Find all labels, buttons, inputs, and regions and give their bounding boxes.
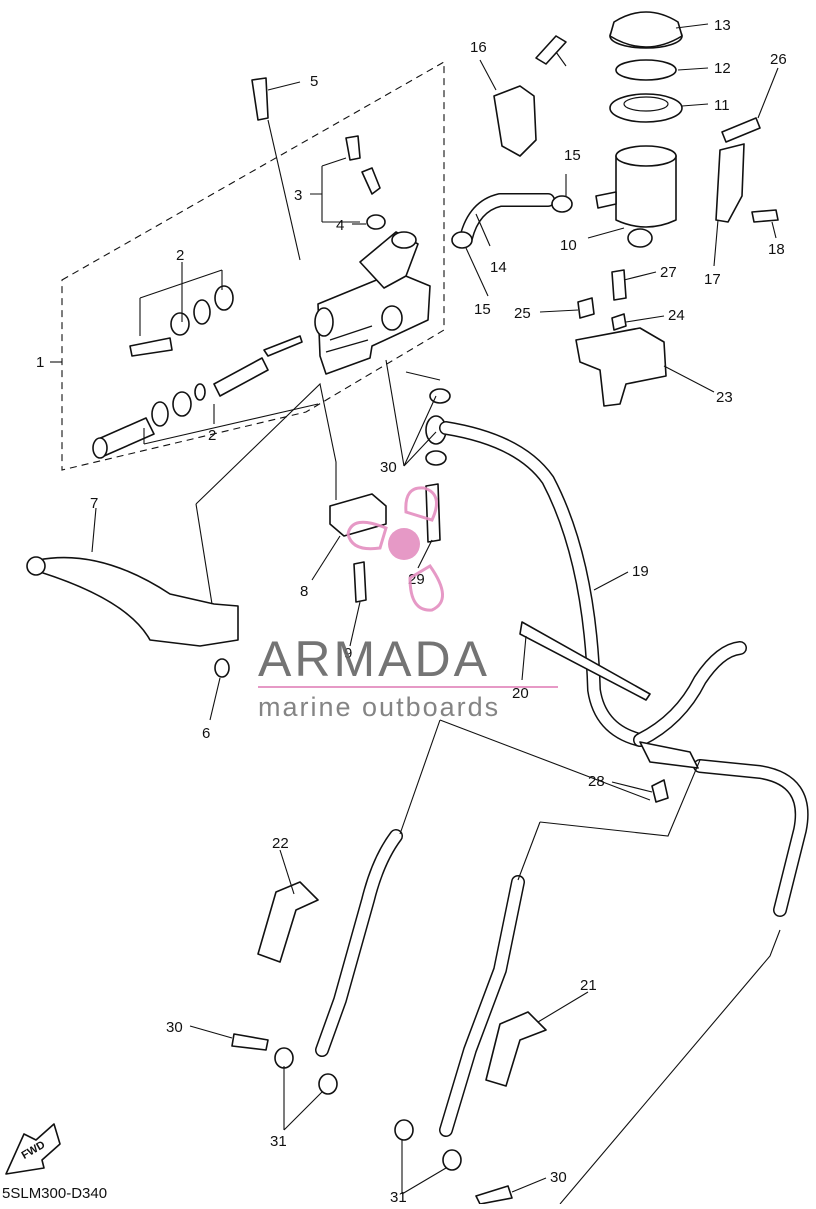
armada-logo: ARMADA marine outboards	[258, 486, 558, 722]
master-cylinder-body	[314, 231, 431, 375]
callout: 21	[580, 977, 597, 994]
callout: 25	[514, 305, 531, 322]
plate-12	[615, 59, 677, 81]
callout: 7	[90, 495, 98, 512]
piston-kit-upper	[129, 285, 234, 357]
washer-31-a	[429, 388, 451, 404]
callout: 24	[668, 307, 685, 324]
callout: 27	[660, 264, 677, 281]
callout: 5	[310, 73, 318, 90]
callout: 22	[272, 835, 289, 852]
brand-name: ARMADA	[258, 631, 490, 687]
reservoir-cap-13	[609, 11, 683, 49]
brand-underline	[258, 686, 558, 688]
kit-outline	[61, 61, 445, 471]
callout: 28	[588, 773, 605, 790]
callout: 30	[166, 1019, 183, 1036]
callout: 15	[474, 301, 491, 318]
clip-26	[577, 297, 595, 319]
bolt-17	[535, 35, 567, 65]
propeller-icon	[346, 486, 444, 612]
nut-25	[611, 313, 627, 331]
leader-lines	[50, 23, 781, 1205]
bolt-5	[251, 77, 269, 121]
callout: 19	[632, 563, 649, 580]
union-bolt-30-right	[475, 1185, 513, 1205]
piston-kit-lower	[92, 335, 303, 459]
clip-15-upper	[551, 195, 573, 213]
callout: 16	[470, 39, 487, 56]
callout: 10	[560, 237, 577, 254]
callout: 2	[208, 427, 216, 444]
screw-9	[353, 561, 367, 603]
hose-joint	[639, 741, 699, 769]
washer-31-c	[425, 450, 447, 466]
callout: 23	[716, 389, 733, 406]
callout: 26	[770, 51, 787, 68]
hose-guide-22	[485, 1011, 547, 1087]
brake-lever-7	[37, 556, 239, 647]
brand-tagline: marine outboards	[258, 692, 500, 722]
callout: 14	[490, 259, 507, 276]
hose-guide-23	[257, 881, 319, 963]
tie-strap-21	[519, 621, 651, 701]
callout: 30	[550, 1169, 567, 1186]
callout: 8	[300, 583, 308, 600]
callout: 6	[202, 725, 210, 742]
callout: 3	[294, 187, 302, 204]
callout-labels: 1 2 2 3 4 5 6 7 8 9 10 11 12 13 14 15 15…	[36, 17, 787, 1206]
union-bolt-3	[345, 135, 381, 195]
holder-16	[493, 85, 537, 157]
callout: 20	[512, 685, 529, 702]
callout: 2	[176, 247, 184, 264]
union-bolt-30-left	[231, 1033, 269, 1051]
clip-15-lower	[451, 231, 473, 249]
callout: 4	[336, 217, 344, 234]
callout: 13	[714, 17, 731, 34]
washer-31-e	[318, 1073, 338, 1095]
bracket-24	[575, 327, 667, 407]
washer-4	[366, 214, 386, 230]
callout: 31	[270, 1133, 287, 1150]
diaphragm-11	[609, 93, 683, 123]
callout: 30	[380, 459, 397, 476]
callout: 9	[344, 645, 352, 662]
callout: 15	[564, 147, 581, 164]
washer-31-g	[442, 1149, 462, 1171]
bolt-29	[651, 779, 669, 803]
bolt-19	[751, 209, 779, 223]
bracket-18	[715, 143, 745, 223]
bolt-27	[721, 117, 761, 143]
nut-6	[214, 658, 230, 678]
washer-31-d	[274, 1047, 294, 1069]
callout: 12	[714, 60, 731, 77]
reservoir-10	[595, 145, 677, 248]
callout: 18	[768, 241, 785, 258]
brake-switch-8	[329, 493, 387, 537]
screw-28	[611, 269, 627, 301]
diagram-code: 5SLM300-D340	[2, 1185, 107, 1202]
fwd-arrow: FWD	[5, 1123, 61, 1175]
callout: 17	[704, 271, 721, 288]
washer-31-f	[394, 1119, 414, 1141]
callout: 31	[390, 1189, 407, 1204]
callout: 11	[714, 97, 730, 114]
callout: 1	[36, 354, 44, 371]
